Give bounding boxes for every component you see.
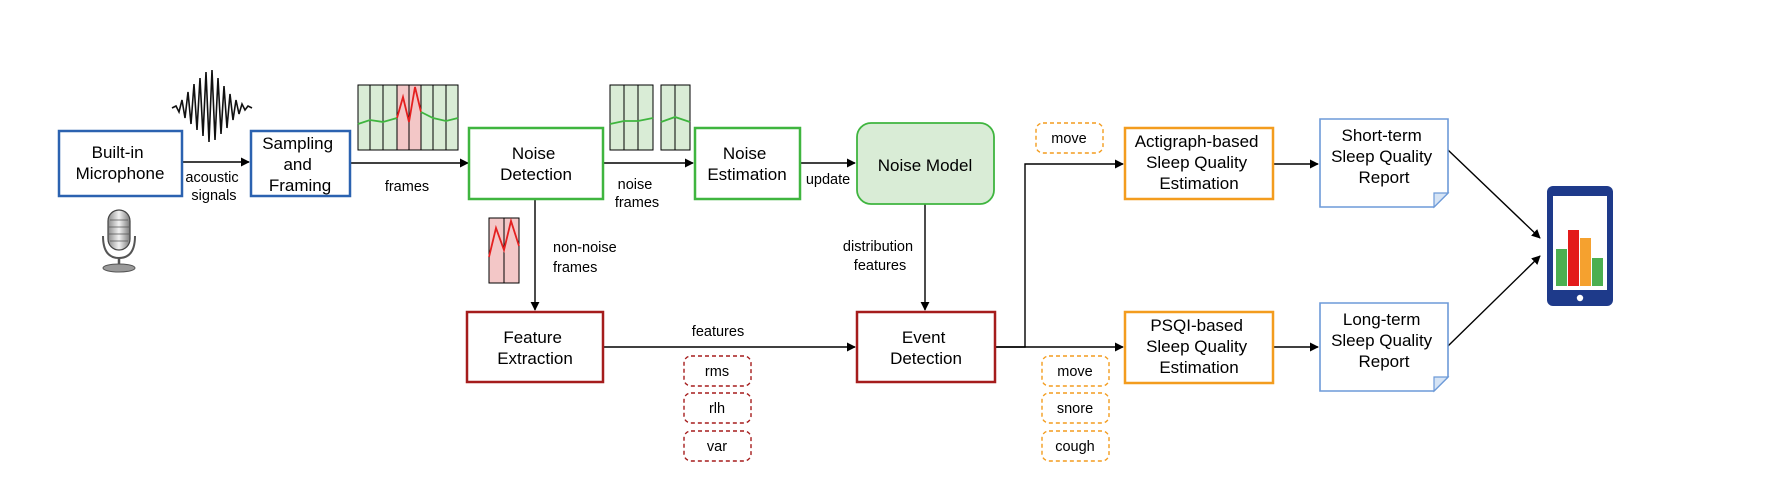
node-label: Long-term Sleep Quality Report	[1331, 310, 1437, 371]
svg-text:cough: cough	[1055, 439, 1095, 455]
phone-icon	[1547, 186, 1613, 306]
edge-label-non-noise-frames: non-noise frames	[553, 240, 621, 276]
node-actigraph-based-estimation: Actigraph-based Sleep Quality Estimation	[1123, 126, 1275, 201]
node-noise-model: Noise Model	[856, 122, 995, 205]
edge-label-update: update	[806, 172, 850, 188]
svg-text:move: move	[1051, 131, 1086, 147]
tag-snore: snore	[1041, 392, 1110, 424]
node-built-in-microphone: Built-in Microphone	[57, 129, 184, 198]
edge-short-report-to-phone	[1447, 149, 1541, 239]
svg-text:move: move	[1057, 364, 1092, 380]
psqi-tags: move snore cough	[1041, 355, 1110, 462]
noise-frames-icon	[609, 84, 691, 151]
sound-waveform-icon	[171, 69, 253, 143]
frames-strip-icon	[357, 84, 459, 151]
node-noise-detection: Noise Detection	[467, 126, 605, 201]
edge-label-frames: frames	[385, 179, 429, 195]
edge-long-report-to-phone	[1447, 255, 1541, 347]
tag-var: var	[683, 430, 752, 462]
feature-tags: rms rlh var	[683, 355, 752, 462]
tag-move-actigraph: move	[1035, 122, 1104, 154]
node-label: Sampling and Framing	[262, 134, 338, 195]
node-label: Event Detection	[890, 328, 962, 368]
edge-label-features: features	[692, 324, 744, 340]
nodes: Built-in Microphone Sampling and Framing…	[57, 118, 1450, 393]
node-label: Noise Estimation	[707, 144, 786, 184]
svg-text:var: var	[707, 439, 727, 455]
actigraph-tags: move	[1035, 122, 1104, 154]
node-feature-extraction: Feature Extraction	[465, 310, 605, 384]
svg-text:rlh: rlh	[709, 401, 725, 417]
node-label: PSQI-based Sleep Quality Estimation	[1146, 316, 1252, 377]
node-psqi-based-estimation: PSQI-based Sleep Quality Estimation	[1123, 310, 1275, 385]
node-label: Short-term Sleep Quality Report	[1331, 126, 1437, 187]
edge-label-distribution-features: distribution features	[843, 239, 917, 274]
edge-label-acoustic-signals: acoustic signals	[185, 170, 242, 204]
node-label: Noise Model	[878, 156, 973, 175]
node-sampling-and-framing: Sampling and Framing	[249, 129, 352, 198]
svg-text:rms: rms	[705, 364, 729, 380]
tag-rlh: rlh	[683, 392, 752, 424]
node-event-detection: Event Detection	[855, 310, 997, 384]
edges	[182, 149, 1541, 352]
node-long-term-report: Long-term Sleep Quality Report	[1319, 302, 1450, 393]
node-short-term-report: Short-term Sleep Quality Report	[1319, 118, 1450, 209]
svg-text:snore: snore	[1057, 401, 1093, 417]
edge-event-to-actigraph	[995, 159, 1124, 348]
microphone-icon	[102, 209, 136, 273]
tag-move-psqi: move	[1041, 355, 1110, 387]
node-label: Noise Detection	[500, 144, 572, 184]
node-label: Built-in Microphone	[76, 143, 165, 183]
tag-cough: cough	[1041, 430, 1110, 462]
node-label: Actigraph-based Sleep Quality Estimation	[1135, 132, 1264, 193]
tag-rms: rms	[683, 355, 752, 387]
non-noise-frames-icon	[488, 217, 520, 284]
edge-label-noise-frames: noise frames	[615, 177, 659, 211]
edge-labels: acoustic signals frames noise frames upd…	[185, 170, 917, 340]
node-label: Feature Extraction	[497, 328, 573, 368]
node-noise-estimation: Noise Estimation	[693, 126, 802, 201]
